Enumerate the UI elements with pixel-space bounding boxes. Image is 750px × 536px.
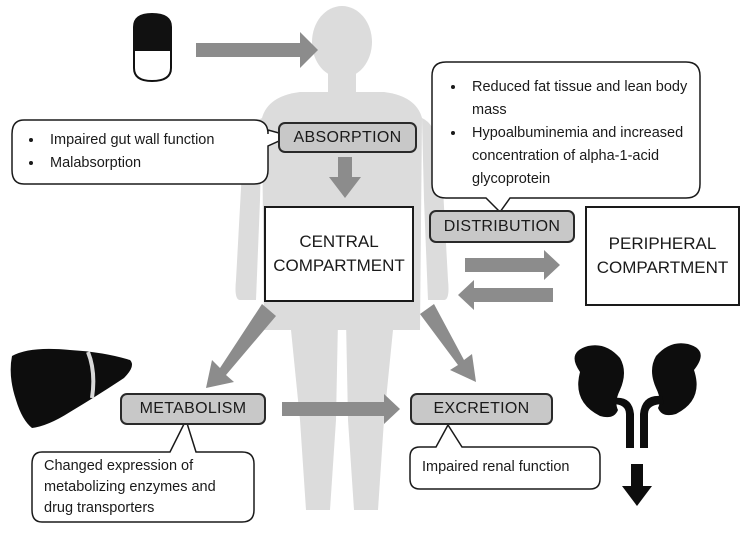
distribution-factor-1: Reduced fat tissue and lean body mass [466, 76, 698, 122]
excretion-stage: EXCRETION [410, 393, 553, 425]
kidneys-icon [574, 343, 701, 448]
absorption-callout [11, 119, 293, 185]
peripheral-compartment: PERIPHERAL COMPARTMENT [585, 206, 740, 306]
metabolism-stage: METABOLISM [120, 393, 266, 425]
callout-bubbles [11, 61, 701, 523]
peripheral-compartment-line-1: PERIPHERAL [608, 234, 717, 253]
peripheral-compartment-line-2: COMPARTMENT [596, 258, 729, 277]
metabolism-factor-line-2: metabolizing enzymes and [44, 479, 216, 495]
absorption-callout-text: Impaired gut wall function Malabsorption [22, 129, 262, 175]
absorption-factor-1: Impaired gut wall function [44, 129, 262, 152]
flow-arrows [196, 32, 560, 424]
metabolism-factor-line-3: drug transporters [44, 500, 155, 516]
to-peripheral-arrow [465, 250, 560, 280]
absorption-factor-2: Malabsorption [44, 152, 262, 175]
excretion-callout [409, 423, 601, 490]
excretion-callout-text: Impaired renal function [422, 459, 570, 475]
metabolism-callout-text: Changed expression of metabolizing enzym… [44, 456, 250, 519]
distribution-stage: DISTRIBUTION [429, 210, 575, 243]
distribution-callout [431, 61, 701, 214]
central-compartment: CENTRAL COMPARTMENT [264, 206, 414, 302]
liver-icon [10, 348, 133, 428]
intake-arrow [196, 32, 318, 68]
central-compartment-line-1: CENTRAL [299, 232, 379, 251]
absorption-stage: ABSORPTION [278, 122, 417, 153]
pill-icon [133, 12, 172, 83]
central-compartment-line-2: COMPARTMENT [273, 256, 405, 275]
absorption-arrow [329, 157, 361, 198]
metabolism-to-excretion-arrow [282, 394, 400, 424]
to-excretion-arrow [420, 304, 476, 382]
metabolism-callout [31, 418, 255, 523]
to-metabolism-arrow [206, 304, 276, 388]
down-arrow-icon [622, 464, 652, 506]
metabolism-factor-line-1: Changed expression of [44, 458, 194, 474]
distribution-callout-text: Reduced fat tissue and lean body mass Hy… [444, 76, 698, 191]
to-central-arrow [458, 280, 553, 310]
distribution-factor-2: Hypoalbuminemia and increased concentrat… [466, 122, 698, 191]
